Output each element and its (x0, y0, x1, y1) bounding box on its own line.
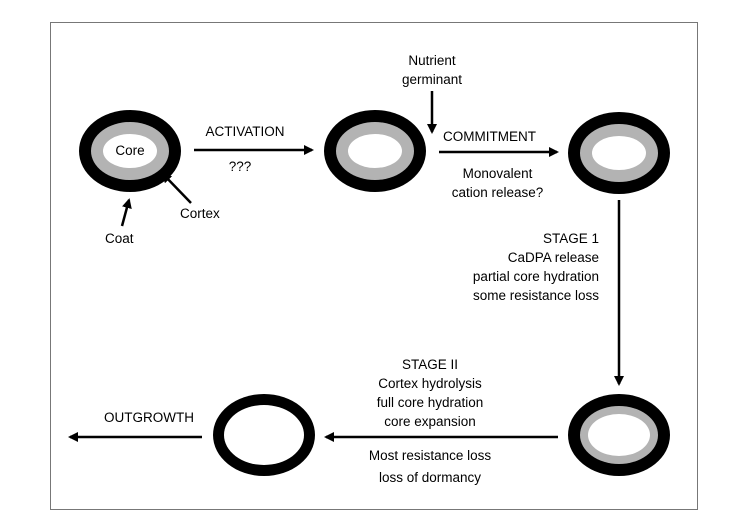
pointer-cortex (161, 172, 192, 204)
label-nutrient-germinant: Nutrient germinant (401, 53, 463, 87)
label-outgrowth: OUTGROWTH (104, 410, 194, 425)
spore-dormant (79, 110, 181, 192)
spore-activated (324, 110, 426, 192)
label-stage2: STAGE II Cortex hydrolysis full core hyd… (376, 357, 484, 429)
label-cortex: Cortex (180, 206, 220, 221)
label-coat: Coat (105, 231, 134, 246)
label-activation: ACTIVATION (205, 124, 285, 139)
label-core: Core (115, 143, 145, 158)
spore-stage2 (213, 394, 315, 476)
label-stage2-after: Most resistance loss loss of dormancy (368, 448, 492, 485)
label-activation-sub: ??? (228, 159, 252, 174)
spore-committed (568, 112, 670, 194)
label-commitment-sub: Monovalent cation release? (451, 166, 544, 200)
label-stage1: STAGE 1 CaDPA release partial core hydra… (472, 231, 599, 303)
label-commitment: COMMITMENT (443, 129, 536, 144)
pointer-coat (120, 198, 132, 227)
spore-stage1 (568, 394, 670, 476)
